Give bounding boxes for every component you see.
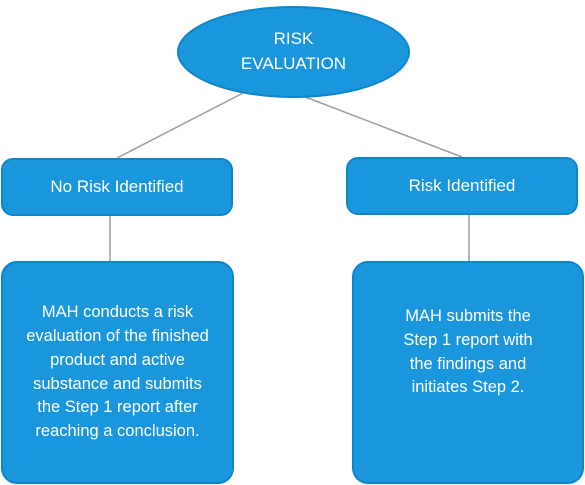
root-label-line2: EVALUATION: [240, 54, 347, 73]
root-label-line1: RISK: [273, 29, 314, 49]
risk-detail-text: MAH submits the Step 1 report with the f…: [403, 306, 533, 397]
risk-evaluation-node: RISK EVALUATION: [177, 6, 410, 98]
connector-root-to-risk: [299, 94, 463, 158]
no-risk-identified-label: No Risk Identified: [50, 177, 184, 196]
risk-identified-node: Risk Identified: [346, 157, 578, 215]
risk-identified-label: Risk Identified: [408, 176, 516, 195]
no-risk-identified-node: No Risk Identified: [1, 158, 233, 216]
no-risk-detail-node: MAH conducts a risk evaluation of the fi…: [1, 261, 234, 484]
connector-root-to-no-risk: [116, 91, 246, 159]
no-risk-detail-text: MAH conducts a risk evaluation of the fi…: [26, 302, 209, 441]
risk-detail-node: MAH submits the Step 1 report with the f…: [352, 261, 584, 484]
